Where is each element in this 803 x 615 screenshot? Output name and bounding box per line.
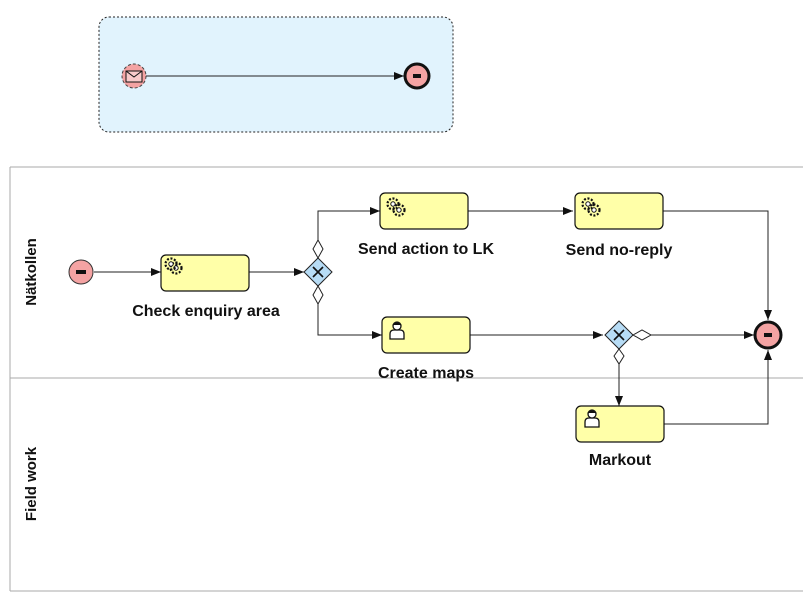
subprocess-end-event[interactable] <box>403 62 431 90</box>
message-start-event[interactable] <box>121 63 147 89</box>
task-check-enquiry-area[interactable] <box>160 254 250 292</box>
task-label-markout: Markout <box>589 452 652 469</box>
task-create-maps[interactable] <box>381 316 471 354</box>
task-label-send-noreply: Send no-reply <box>566 242 673 259</box>
envelope-icon <box>125 70 143 83</box>
exclusive-gateway-split[interactable] <box>303 238 333 306</box>
task-label-send-action: Send action to LK <box>358 241 494 258</box>
task-send-action-to-lk[interactable] <box>379 192 469 230</box>
task-label-check-enquiry: Check enquiry area <box>132 303 280 320</box>
task-label-create-maps: Create maps <box>378 365 474 382</box>
flow-split-to-createmaps <box>317 286 382 339</box>
task-markout[interactable] <box>575 405 665 443</box>
flow-markout-to-end <box>664 350 772 425</box>
subprocess-box[interactable] <box>98 16 454 133</box>
lane-fieldwork: Field work <box>23 446 40 521</box>
flow-noreply-to-end <box>663 210 772 320</box>
task-send-no-reply[interactable] <box>574 192 664 230</box>
lane-label-natkollen: Nätkollen <box>23 238 40 306</box>
lane-natkollen: Nätkollen <box>23 238 40 306</box>
end-event[interactable] <box>753 320 783 350</box>
lane-label-fieldwork: Field work <box>23 446 40 521</box>
start-event[interactable] <box>68 259 94 285</box>
pool <box>9 166 803 592</box>
exclusive-gateway-merge[interactable] <box>604 320 653 365</box>
